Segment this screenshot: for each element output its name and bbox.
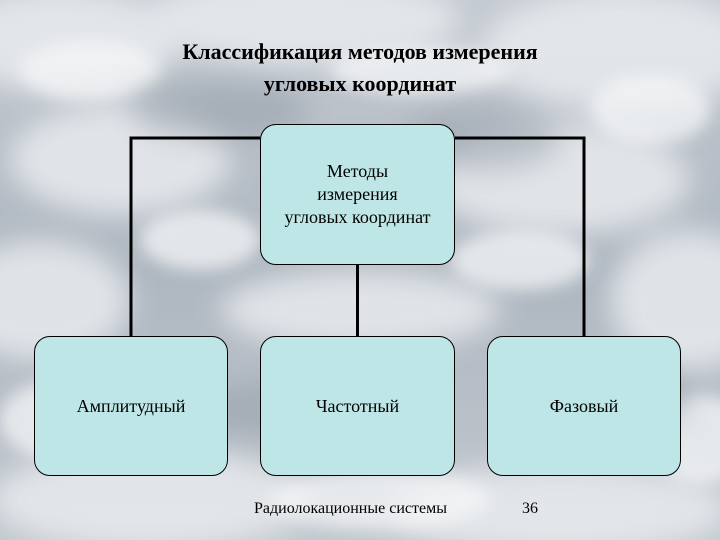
slide-title-line-2: угловых координат	[263, 71, 457, 96]
node-label-frequency: Частотный	[315, 395, 400, 416]
diagram-node-frequency: Частотный	[260, 336, 455, 476]
page-number: 36	[522, 500, 538, 517]
slide-title-line-1: Классификация методов измерения	[182, 39, 538, 64]
diagram-node-amplitude: Амплитудный	[34, 336, 228, 476]
slide-footer: Радиолокационные системы	[254, 500, 447, 517]
slide-title: Классификация методов измерения угловых …	[0, 36, 720, 100]
diagram-node-phase: Фазовый	[487, 336, 681, 476]
root-node-label: Методы измерения угловых координат	[284, 161, 431, 227]
connector-right	[455, 136, 586, 336]
diagram-root-node: Методы измерения угловых координат	[260, 124, 455, 265]
node-label-phase: Фазовый	[549, 395, 619, 416]
node-label-amplitude: Амплитудный	[76, 395, 186, 416]
connector-left	[129, 136, 260, 336]
